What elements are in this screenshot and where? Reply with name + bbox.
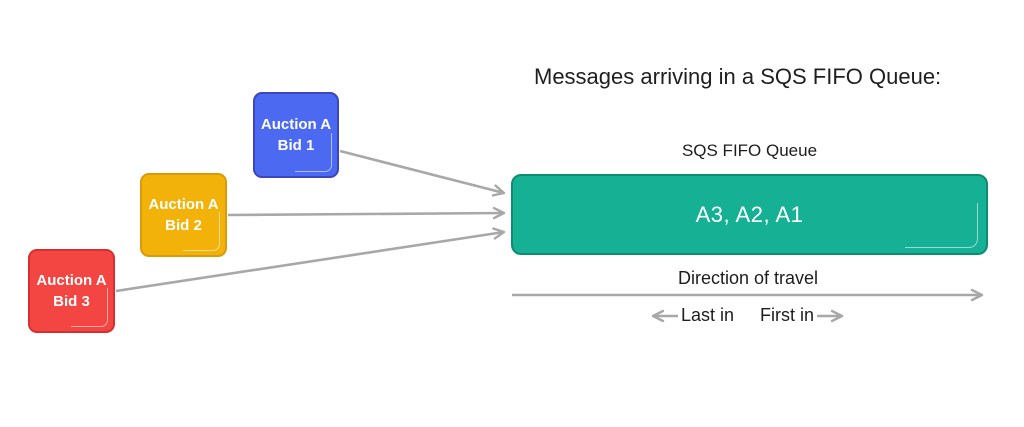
- arrow-bid2-to-queue: [227, 206, 506, 220]
- queue-contents: A3, A2, A1: [695, 201, 804, 227]
- last-in-label: Last in: [681, 305, 735, 325]
- arrow-bid1-to-queue: [339, 149, 506, 197]
- first-in-label: First in: [760, 305, 814, 325]
- message-box-bid1-label: Auction A Bid 1: [260, 116, 332, 154]
- message-box-bid1: Auction A Bid 1: [253, 92, 339, 178]
- message-box-bid3-label: Auction A Bid 3: [36, 272, 107, 310]
- corner-decoration: [905, 203, 978, 248]
- message-box-bid2: Auction A Bid 2: [140, 173, 227, 257]
- message-box-bid3: Auction A Bid 3: [28, 249, 115, 333]
- arrow-bid3-to-queue: [115, 227, 506, 293]
- direction-of-travel-label: Direction of travel: [677, 268, 819, 288]
- sqs-fifo-queue-box: A3, A2, A1: [511, 174, 988, 255]
- queue-title: SQS FIFO Queue: [681, 141, 818, 160]
- diagram-title: Messages arriving in a SQS FIFO Queue:: [534, 64, 942, 89]
- message-box-bid2-label: Auction A Bid 2: [148, 196, 219, 234]
